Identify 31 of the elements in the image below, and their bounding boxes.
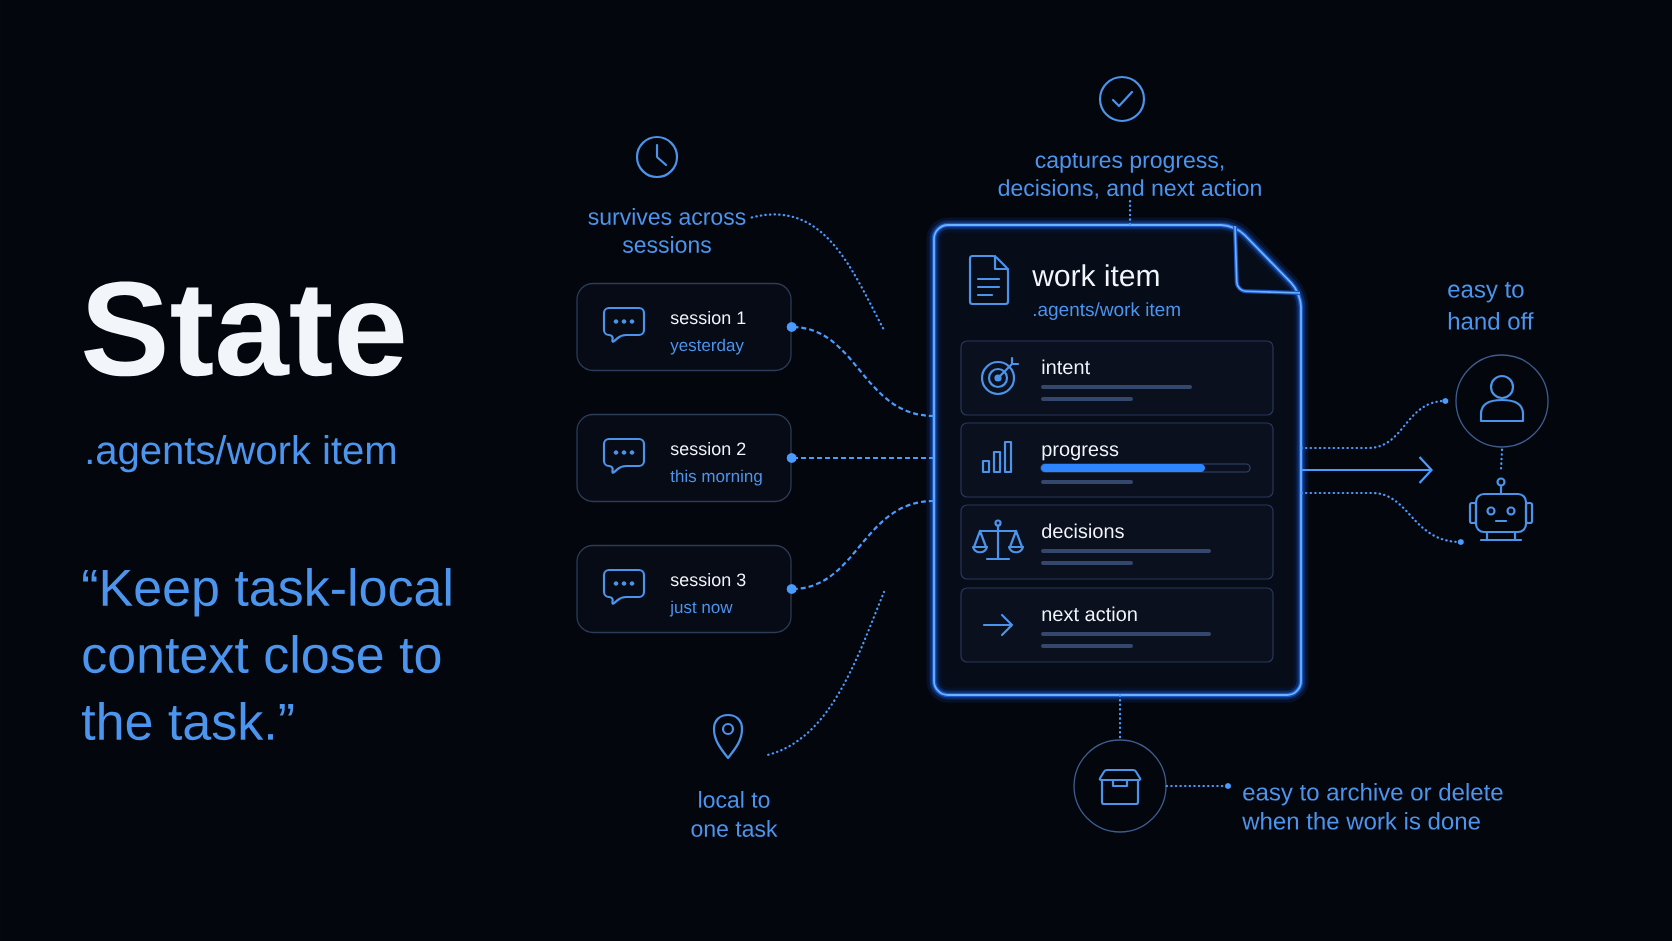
caption-text: easy to hand off [1448,282,1534,330]
archive-icon [1073,739,1167,833]
arrow [1301,456,1433,484]
quote: “Keep task-local context close to the task.” [82,568,451,741]
caption-text: local to one task [691,791,778,837]
file-path: .agents/work item [1033,302,1180,320]
document-title: work item [1032,264,1159,287]
row-card: next action [960,587,1274,663]
session-card: session 3 just now [576,544,792,634]
leader-line [767,590,886,756]
leader-line [1118,694,1122,741]
leader-line [1300,398,1449,450]
person-icon [1455,354,1549,448]
subtitle: .agents/work item [87,435,395,473]
leader-line [750,213,886,332]
leader-line [1300,491,1464,545]
row-card: intent [960,340,1274,416]
caption-text: survives across sessions [588,208,746,253]
connector [786,499,935,594]
connector [786,453,934,463]
leader-line [1165,783,1231,789]
session-card: session 2 this morning [576,413,792,503]
title: State [84,281,404,377]
leader-line [1499,448,1504,470]
session-card: session 1 yesterday [576,282,792,372]
caption-text: captures progress, decisions, and next action [998,153,1261,199]
row-card: decisions [960,504,1274,580]
robot-icon [1468,477,1534,542]
caption-text: easy to archive or delete when the work is done [1242,783,1503,830]
connector [786,322,935,418]
leader-line [1128,199,1132,227]
